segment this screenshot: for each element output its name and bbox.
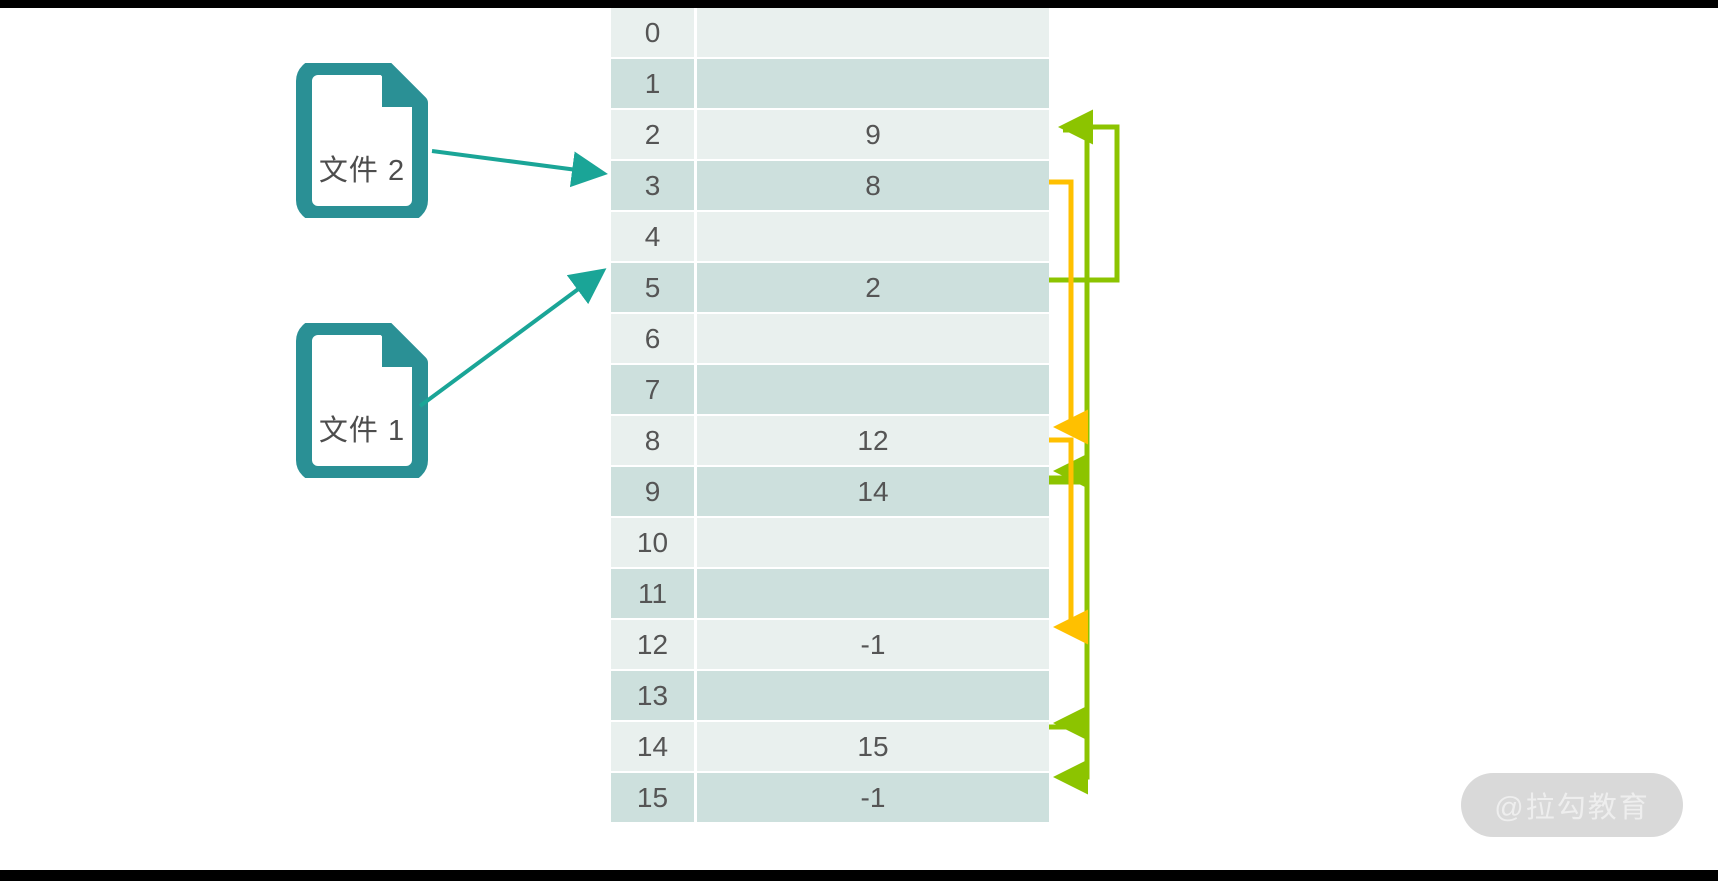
link-green-row14-to-row9 — [1049, 479, 1090, 741]
row-value: 12 — [697, 416, 1049, 465]
row-index: 6 — [611, 314, 694, 363]
watermark-badge: @拉勾教育 — [1461, 773, 1683, 837]
table-row[interactable]: 13 — [611, 671, 1049, 720]
row-value: -1 — [697, 620, 1049, 669]
link-orange-row9-to-row12 — [1049, 437, 1088, 645]
row-value: 14 — [697, 467, 1049, 516]
block-table: 0 1 2 9 3 8 4 5 2 — [611, 8, 1049, 822]
table-row[interactable]: 15 -1 — [611, 773, 1049, 822]
row-value: 9 — [697, 110, 1049, 159]
link-green-row9-to-row5 — [1049, 127, 1090, 481]
row-value: 2 — [697, 263, 1049, 312]
row-value: -1 — [697, 773, 1049, 822]
row-value: 8 — [697, 161, 1049, 210]
file-label: 文件 2 — [318, 155, 406, 187]
row-index: 11 — [611, 569, 694, 618]
table-row[interactable]: 10 — [611, 518, 1049, 567]
row-value — [697, 212, 1049, 261]
table-row[interactable]: 9 14 — [611, 467, 1049, 516]
pointer-file1-to-row5 — [418, 268, 607, 408]
row-index: 8 — [611, 416, 694, 465]
table-row[interactable]: 7 — [611, 365, 1049, 414]
diagram-canvas: 文件 2 文件 1 0 1 2 9 3 — [0, 8, 1718, 870]
file-icon-file-2[interactable]: 文件 2 — [292, 63, 432, 218]
link-orange-row3-to-row8 — [1049, 179, 1088, 445]
watermark-text: @拉勾教育 — [1494, 792, 1650, 824]
link-green-row5-to-row2 — [1049, 109, 1120, 283]
table-row[interactable]: 5 2 — [611, 263, 1049, 312]
table-row[interactable]: 6 — [611, 314, 1049, 363]
table-row[interactable]: 1 — [611, 59, 1049, 108]
row-value — [697, 518, 1049, 567]
row-index: 0 — [611, 8, 694, 57]
row-index: 3 — [611, 161, 694, 210]
row-index: 14 — [611, 722, 694, 771]
row-index: 9 — [611, 467, 694, 516]
row-value — [697, 59, 1049, 108]
row-index: 10 — [611, 518, 694, 567]
link-green-row15-to-row14 — [1049, 724, 1090, 795]
row-value — [697, 569, 1049, 618]
link-green-row9-head — [1053, 453, 1090, 489]
table-row[interactable]: 8 12 — [611, 416, 1049, 465]
row-value: 15 — [697, 722, 1049, 771]
row-index: 1 — [611, 59, 694, 108]
file-icon-file-1[interactable]: 文件 1 — [292, 323, 432, 478]
row-index: 4 — [611, 212, 694, 261]
pointer-file2-to-row3 — [431, 149, 608, 188]
row-index: 2 — [611, 110, 694, 159]
row-value — [697, 8, 1049, 57]
table-row[interactable]: 11 — [611, 569, 1049, 618]
row-index: 13 — [611, 671, 694, 720]
row-index: 12 — [611, 620, 694, 669]
file-label: 文件 1 — [318, 415, 406, 447]
table-row[interactable]: 4 — [611, 212, 1049, 261]
table-row[interactable]: 0 — [611, 8, 1049, 57]
row-value — [697, 671, 1049, 720]
row-index: 15 — [611, 773, 694, 822]
table-row[interactable]: 2 9 — [611, 110, 1049, 159]
row-index: 7 — [611, 365, 694, 414]
document-icon — [296, 323, 428, 478]
row-value — [697, 314, 1049, 363]
row-value — [697, 365, 1049, 414]
document-icon — [296, 63, 428, 218]
row-index: 5 — [611, 263, 694, 312]
table-row[interactable]: 3 8 — [611, 161, 1049, 210]
table-row[interactable]: 12 -1 — [611, 620, 1049, 669]
table-row[interactable]: 14 15 — [611, 722, 1049, 771]
